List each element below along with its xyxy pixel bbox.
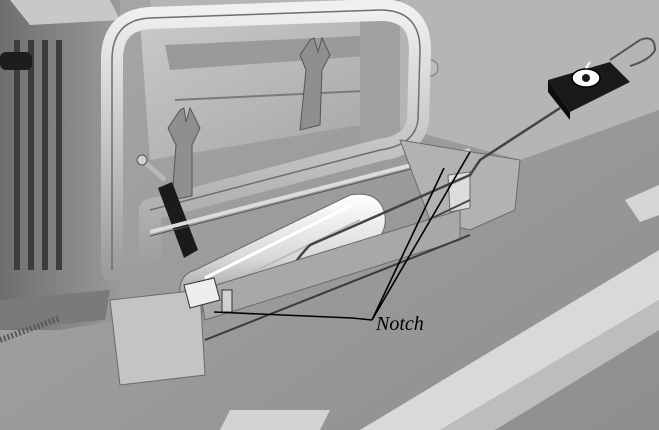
left-foot: [0, 290, 110, 330]
control-box-front: [548, 80, 570, 120]
notch-slot: [221, 289, 233, 313]
fork-right: [299, 36, 331, 131]
lever-grip: [158, 182, 198, 258]
vent-slot: [56, 40, 62, 270]
u-frame-edge: [111, 9, 421, 270]
left-housing-top: [10, 0, 120, 25]
vent-slot: [28, 40, 34, 270]
back-rail-line: [174, 89, 386, 101]
base-rail: [204, 234, 471, 341]
notch-callout-label: Notch: [376, 313, 424, 335]
bottom-ledge: [220, 410, 330, 430]
vent-slot: [14, 40, 20, 270]
roller-highlight: [204, 203, 353, 280]
tray-edge: [360, 250, 659, 430]
notch-block: [183, 277, 221, 309]
back-rail: [165, 35, 380, 70]
tray-edge-shadow: [440, 300, 659, 430]
right-post: [360, 0, 400, 150]
right-ledge: [625, 185, 659, 222]
lever-pivot: [136, 154, 148, 166]
callout-leader: [371, 151, 471, 321]
callout-leader: [371, 167, 445, 321]
vent-slot: [42, 40, 48, 270]
base-plate: [109, 289, 206, 386]
callout-leader: [213, 311, 373, 321]
spring-coil: [0, 315, 62, 343]
rear-hook: [609, 37, 657, 67]
dial-center: [582, 74, 590, 82]
fork-left: [167, 106, 201, 201]
dial-pointer: [585, 61, 591, 69]
left-knob: [0, 52, 32, 70]
